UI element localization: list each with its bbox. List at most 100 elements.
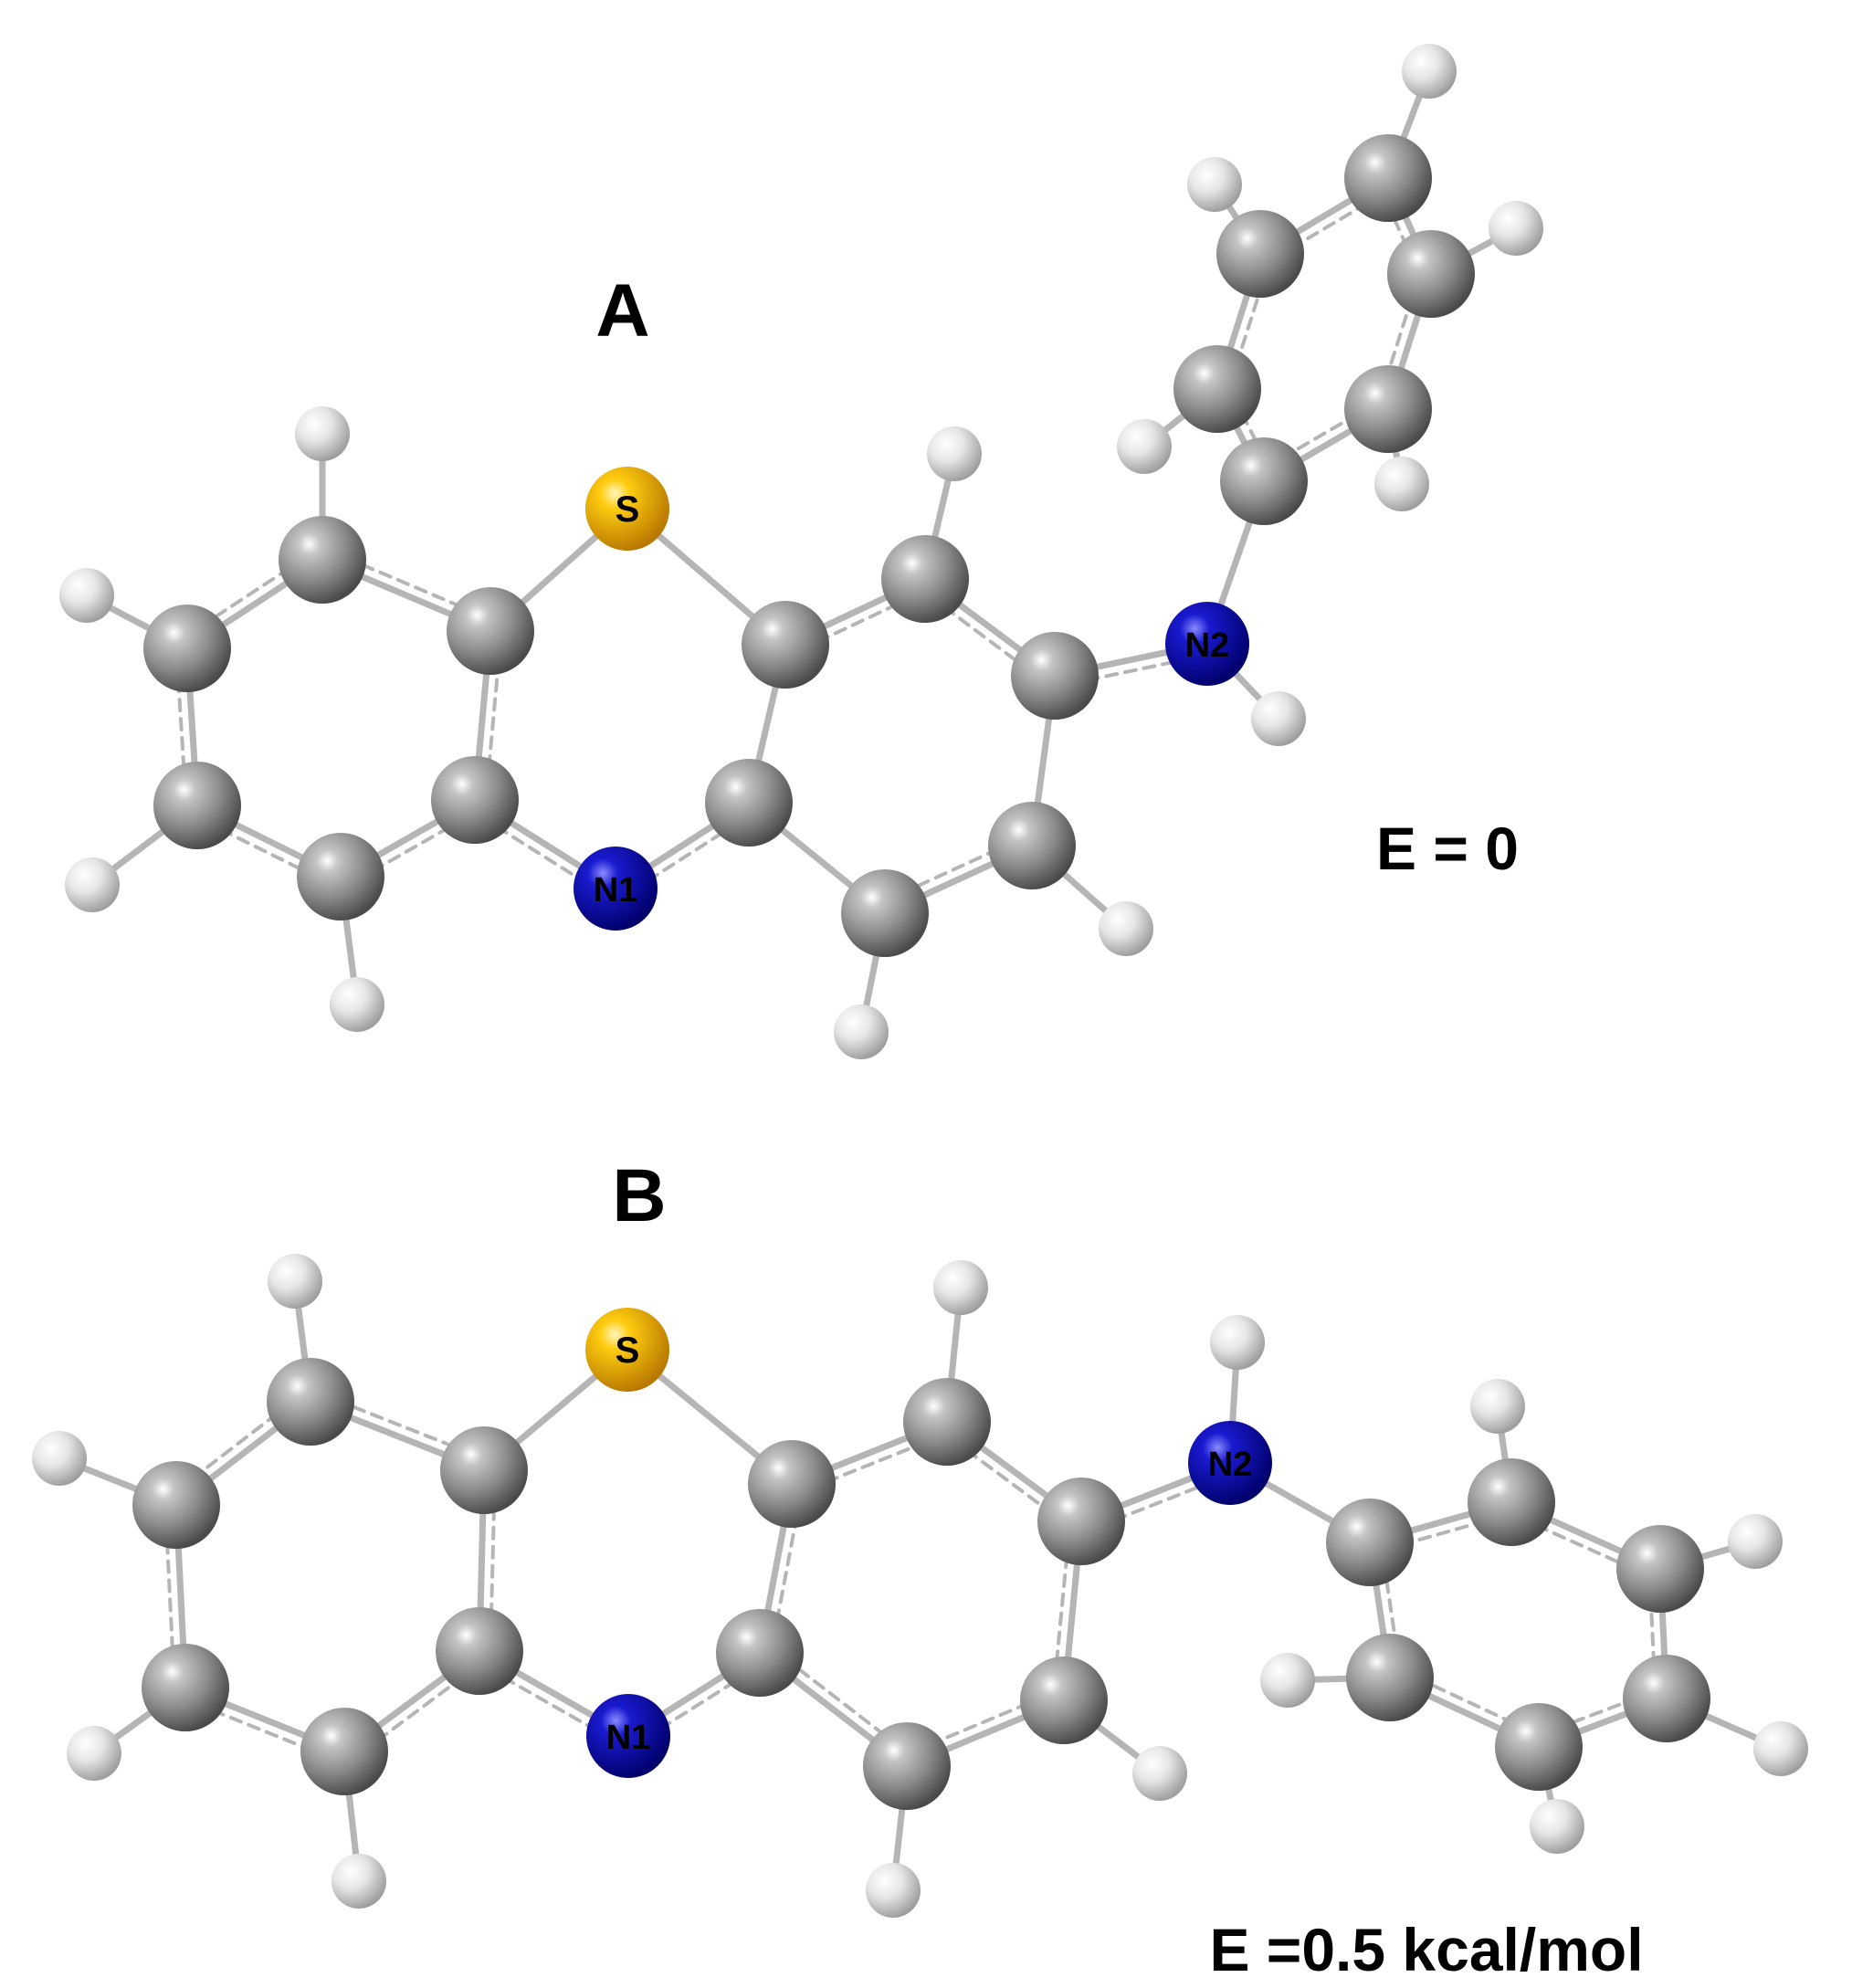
- carbon-atom: [1346, 1634, 1434, 1721]
- aromatic-bond: [219, 827, 310, 875]
- aromatic-bond: [816, 600, 904, 644]
- carbon-atom: [1344, 134, 1432, 222]
- aromatic-bond: [1384, 295, 1415, 381]
- carbon-atom: [142, 1644, 229, 1731]
- hydrogen-atom: [295, 406, 350, 461]
- aromatic-bond: [774, 1518, 798, 1624]
- hydrogen-atom: [1210, 1315, 1265, 1370]
- hydrogen-atom: [1260, 1653, 1315, 1708]
- carbon-atom: [132, 1461, 220, 1549]
- hydrogen-atom: [1753, 1721, 1808, 1776]
- hydrogen-atom: [1374, 457, 1429, 511]
- carbon-atom: [1037, 1478, 1125, 1565]
- aromatic-bond: [1112, 1482, 1206, 1522]
- s-atom-label: S: [616, 489, 640, 530]
- aromatic-bond: [931, 1701, 1030, 1745]
- aromatic-bond: [965, 1448, 1050, 1512]
- hydrogen-atom: [1117, 419, 1172, 474]
- carbon-atom: [436, 1607, 523, 1695]
- hydrogen-atom: [67, 1726, 121, 1781]
- nitrogen-atom: [573, 847, 658, 931]
- sulfur-atom: [585, 1308, 669, 1392]
- aromatic-bond: [195, 1412, 279, 1478]
- aromatic-bond: [487, 664, 500, 770]
- aromatic-bond: [658, 1677, 742, 1730]
- aromatic-bond: [375, 1678, 461, 1742]
- aromatic-bond: [495, 825, 584, 882]
- aromatic-bond: [347, 1403, 456, 1448]
- n1-atom-label: N1: [606, 1719, 651, 1757]
- carbon-atom: [143, 605, 231, 692]
- carbon-atom: [1623, 1655, 1710, 1742]
- aromatic-bond: [165, 1540, 175, 1654]
- carbon-atom: [716, 1609, 804, 1697]
- hydrogen-atom: [1530, 1799, 1584, 1854]
- carbon-atom: [841, 869, 929, 957]
- hydrogen-atom: [331, 1854, 386, 1909]
- aromatic-bond: [358, 562, 463, 609]
- hydrogen-atom: [1728, 1514, 1783, 1569]
- aromatic-bond: [825, 1442, 922, 1484]
- hydrogen-atom: [933, 1260, 988, 1315]
- hydrogen-atom: [927, 426, 982, 481]
- carbon-atom: [1495, 1703, 1583, 1791]
- carbon-atom: [1387, 230, 1475, 318]
- aromatic-bond: [371, 823, 456, 873]
- hydrogen-atom: [1251, 691, 1306, 746]
- hydrogen-atom: [1489, 201, 1543, 256]
- hydrogen-atom: [65, 857, 120, 912]
- aromatic-bond: [942, 605, 1025, 668]
- hydrogen-atom: [32, 1431, 87, 1486]
- carbon-atom: [267, 1358, 354, 1446]
- n2-atom-label: N2: [1185, 626, 1230, 665]
- aromatic-bond: [1281, 412, 1360, 459]
- aromatic-bond: [501, 1676, 595, 1730]
- carbon-atom: [1173, 345, 1261, 433]
- carbon-atom: [1468, 1458, 1555, 1546]
- carbon-atom: [903, 1378, 991, 1466]
- carbon-atom: [1220, 437, 1308, 525]
- hydrogen-atom: [1470, 1379, 1525, 1434]
- panel-b-energy-label: E =0.5 kcal/mol: [1209, 1916, 1643, 1983]
- aromatic-bond: [1534, 1523, 1628, 1568]
- aromatic-bond: [1085, 658, 1182, 682]
- carbon-atom: [431, 756, 519, 844]
- hydrogen-atom: [59, 568, 114, 623]
- carbon-atom: [300, 1708, 388, 1795]
- carbon-atom: [440, 1426, 528, 1514]
- carbon-atom: [742, 601, 829, 689]
- hydrogen-atom: [268, 1254, 322, 1309]
- hydrogen-atom: [866, 1863, 921, 1918]
- n2-atom-label: N2: [1208, 1446, 1253, 1484]
- carbon-atom: [297, 833, 384, 920]
- nitrogen-atom: [1188, 1421, 1272, 1505]
- carbon-atom: [279, 516, 366, 604]
- carbon-atom: [447, 587, 534, 675]
- hydrogen-atom: [1099, 901, 1153, 956]
- s-atom-label: S: [616, 1331, 640, 1371]
- panel-a-energy-label: E = 0: [1376, 815, 1519, 882]
- aromatic-bond: [1422, 1679, 1516, 1725]
- carbon-atom: [1011, 632, 1099, 720]
- carbon-atom: [153, 762, 241, 849]
- aromatic-bond: [1054, 1554, 1069, 1666]
- aromatic-bond: [908, 847, 1000, 892]
- aromatic-bond: [1399, 1519, 1489, 1547]
- carbon-atom: [1344, 365, 1432, 453]
- aromatic-bond: [1234, 282, 1265, 368]
- carbon-atom: [1326, 1499, 1414, 1586]
- aromatic-bond: [206, 566, 291, 624]
- carbon-atom: [748, 1440, 836, 1528]
- carbon-atom: [863, 1722, 951, 1810]
- hydrogen-atom: [1402, 44, 1457, 99]
- carbon-atom: [705, 759, 793, 847]
- hydrogen-atom: [1187, 157, 1242, 212]
- aromatic-bond: [211, 1709, 310, 1751]
- aromatic-bond: [176, 678, 186, 777]
